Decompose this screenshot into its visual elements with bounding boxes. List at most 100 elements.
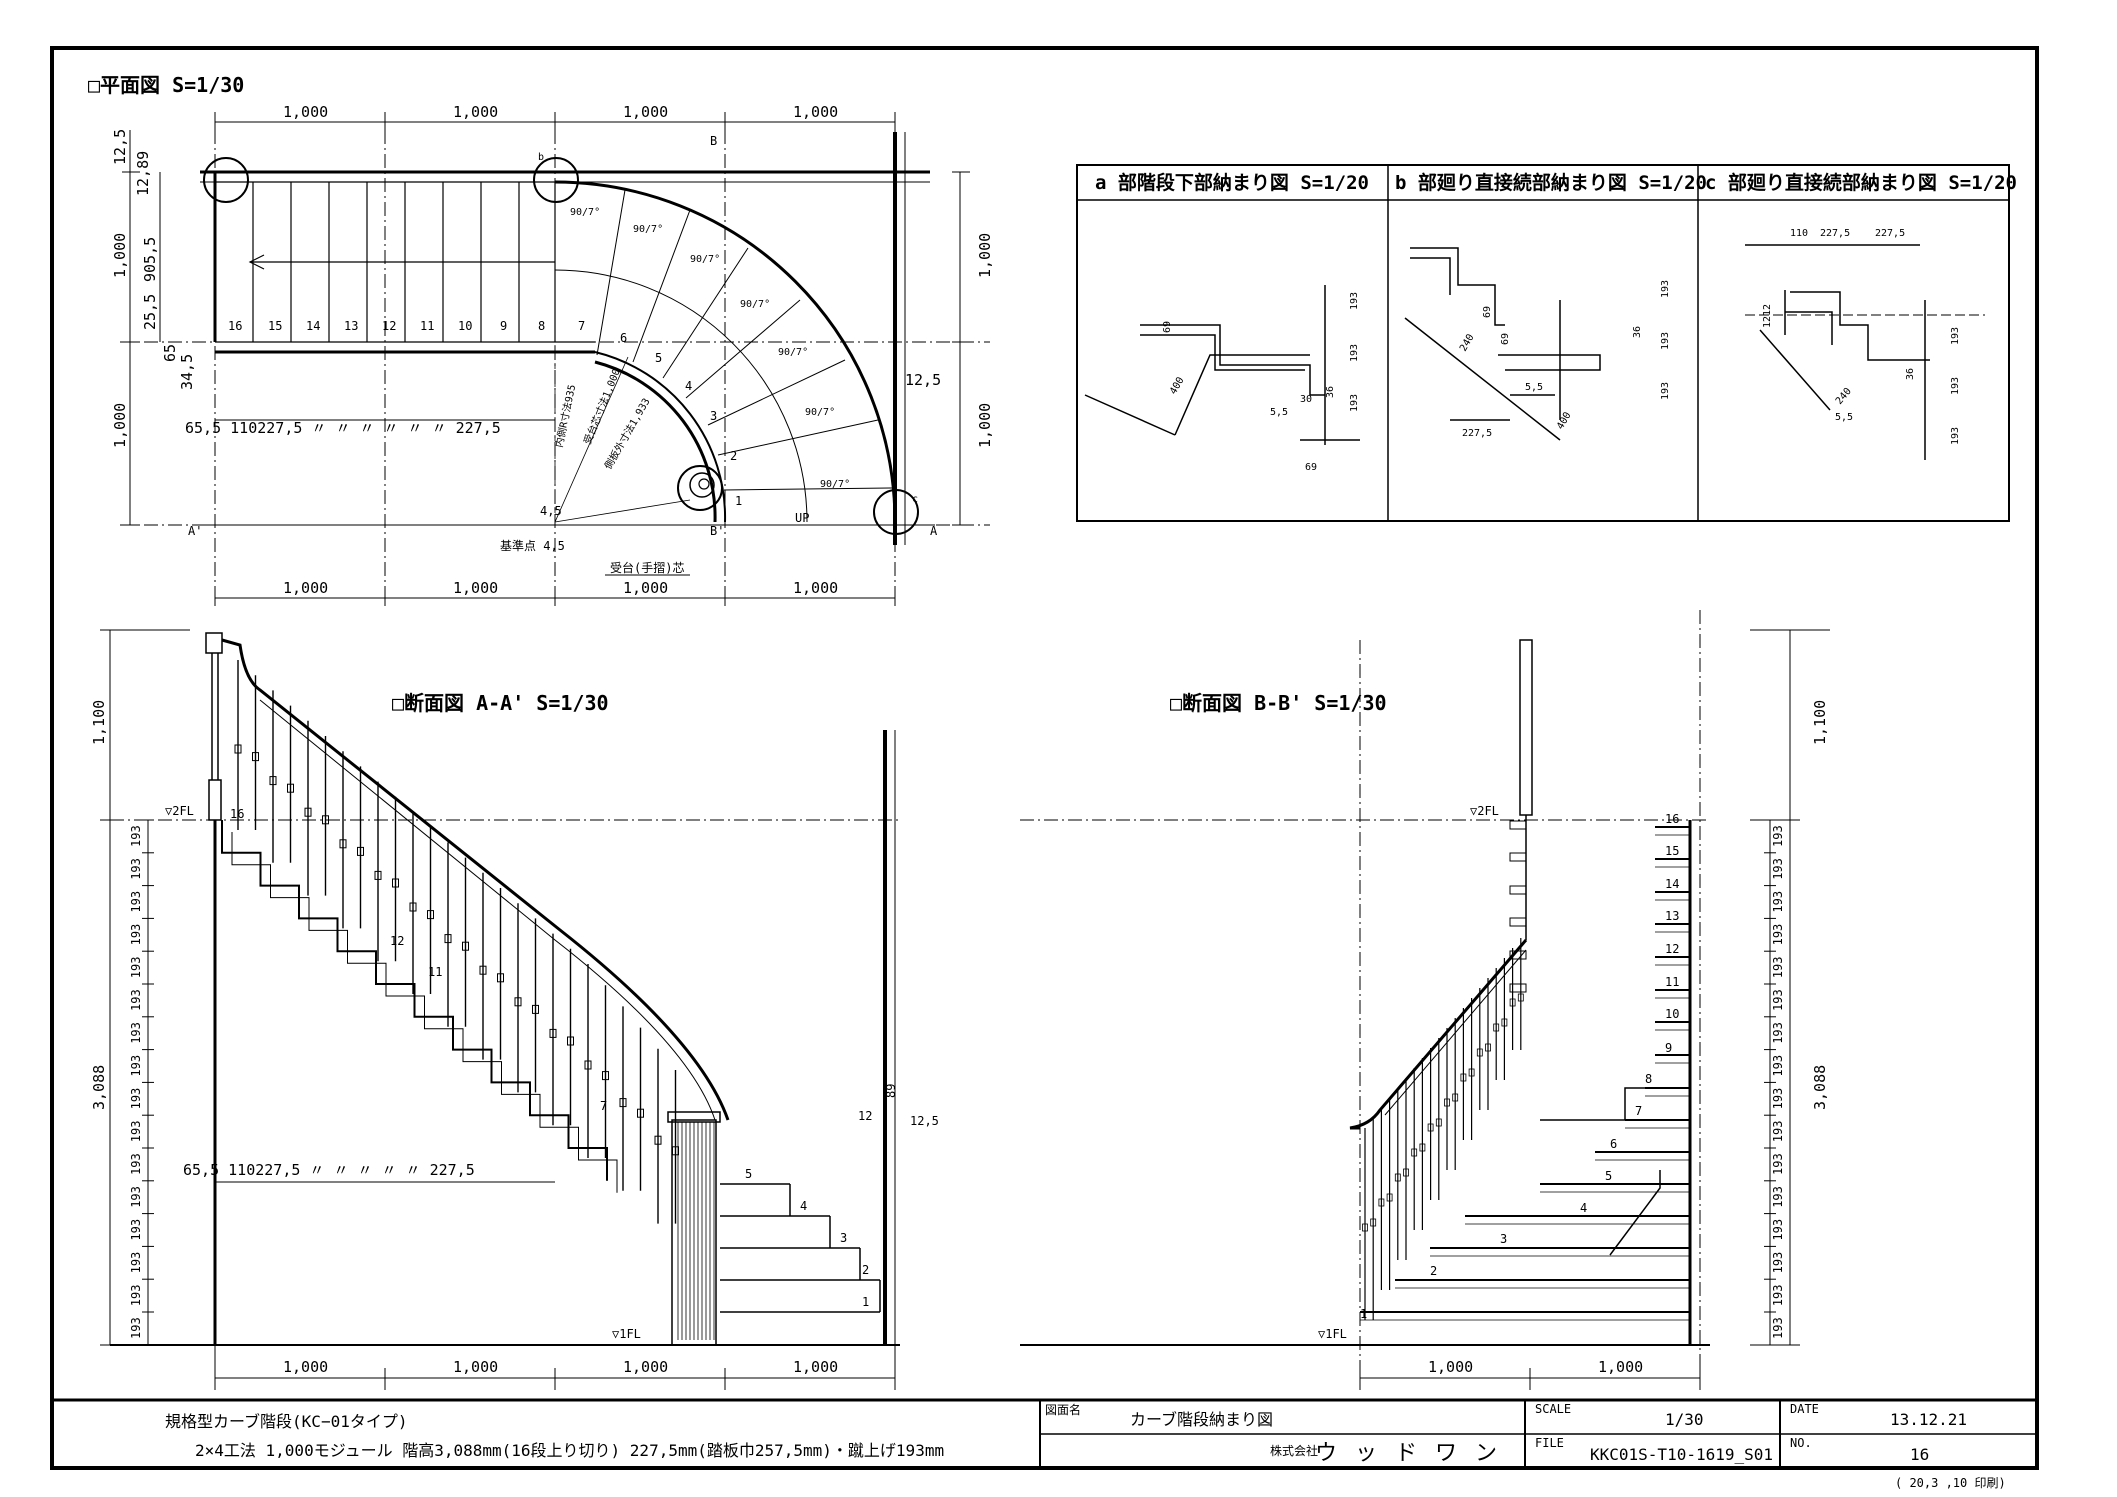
section-a-lower-steps (667, 1111, 881, 1346)
detail-a-dim-69b: 69 (1305, 462, 1317, 473)
detail-b-dim-36: 36 (1632, 326, 1643, 338)
riser-dim-193: 193 (129, 924, 143, 946)
section-b-1fl: ▽1FL (1318, 1327, 1347, 1341)
section-a-step-16: 16 (230, 807, 244, 821)
baluster-turning (497, 973, 504, 983)
detail-c-dim-2275b: 227,5 (1875, 228, 1905, 239)
baluster-turning (269, 776, 277, 786)
date-label: DATE (1790, 1402, 1819, 1416)
section-b-step-9: 9 (1665, 1041, 1672, 1055)
plan-step-15: 15 (268, 319, 282, 333)
file-label: FILE (1535, 1436, 1564, 1450)
riser-dim-193: 193 (129, 1252, 143, 1274)
section-a-riser-dims: 1931931931931931931931931931931931931931… (129, 819, 154, 1345)
riser-dim-193: 193 (1771, 1153, 1785, 1175)
plan-step-5: 5 (655, 351, 662, 365)
baluster-turning (1517, 993, 1524, 1002)
plan-dim-right-125: 12,5 (905, 371, 941, 389)
riser-dim-193: 193 (129, 1219, 143, 1241)
plan-dim-top-1: 1,000 (283, 103, 328, 121)
plan-base-point: 基準点 4,5 (500, 538, 565, 553)
section-b-dim-bottom-2: 1,000 (1598, 1358, 1643, 1376)
detail-b-dim-193b: 193 (1660, 332, 1671, 350)
baluster-turning (1444, 1098, 1450, 1107)
plan-dim-left-1000a: 1,000 (111, 233, 129, 278)
plan-dims-right-lines (952, 171, 970, 526)
plan-angle-3: 90/7° (690, 254, 720, 265)
riser-dim-193: 193 (1771, 957, 1785, 979)
section-b-newel (1519, 639, 1533, 940)
detail-b-drawing (1404, 247, 1601, 441)
section-b-balusters (1362, 938, 1524, 1320)
section-b-step-4: 4 (1580, 1201, 1587, 1215)
riser-dim-193: 193 (129, 1285, 143, 1307)
riser-dim-193: 193 (129, 1121, 143, 1143)
section-b-step-10: 10 (1665, 1007, 1679, 1021)
riser-dim-193: 193 (129, 891, 143, 913)
plan-dim-bottom-2: 1,000 (453, 579, 498, 597)
detail-c-dim-55: 5,5 (1835, 412, 1853, 423)
plan-step-2: 2 (730, 449, 737, 463)
baluster-turning (532, 1004, 539, 1014)
detail-c-dim-36: 36 (1905, 368, 1916, 380)
section-a-newel (205, 632, 223, 821)
detail-c-dim-240: 240 (1834, 386, 1854, 407)
detail-c-drawing (1745, 244, 1985, 460)
riser-dim-193: 193 (1771, 891, 1785, 913)
baluster-turning (427, 910, 434, 920)
baluster-turning (654, 1135, 662, 1145)
plan-detail-circles (203, 157, 919, 535)
plan-dim-top-4: 1,000 (793, 103, 838, 121)
drawing-name: カーブ階段納まり図 (1130, 1410, 1273, 1429)
plan-center-dim: 受台芯寸法1,000 (581, 367, 623, 446)
stair-profile-inner (231, 832, 618, 1193)
detail-c-dim-193a: 193 (1950, 327, 1961, 345)
detail-a-dim-69: 69 (1162, 321, 1173, 333)
tread-nosing (1509, 917, 1527, 927)
baluster-turning (462, 941, 469, 951)
section-b-height-total: 3,088 (1811, 1065, 1829, 1110)
section-a-handrail-height: 1,100 (90, 700, 108, 745)
detail-a-title: a 部階段下部納まり図 S=1/20 (1095, 171, 1369, 194)
baluster-turning (339, 839, 347, 849)
company-label: 株式会社 (1270, 1443, 1318, 1458)
plan-angle-4: 90/7° (740, 299, 770, 310)
riser-dim-193: 193 (1771, 1285, 1785, 1307)
riser-dim-193: 193 (1771, 825, 1785, 847)
section-a-handrail (221, 638, 730, 1121)
stair-stringer (1609, 1170, 1661, 1256)
section-b-step-16: 16 (1665, 812, 1679, 826)
baluster-turning (1394, 1173, 1401, 1182)
detail-a-dim-193b: 193 (1349, 344, 1360, 362)
riser-dim-193: 193 (129, 1055, 143, 1077)
section-b-2fl: ▽2FL (1470, 804, 1499, 818)
plan-outer-dim: 側板外寸法1,933 (601, 396, 652, 472)
plan-section-B: B (710, 134, 717, 148)
baluster-turning (1493, 1023, 1500, 1032)
section-a-title: □断面図 A-A' S=1/30 (392, 691, 609, 715)
plan-dim-left-65: 65 (161, 344, 179, 362)
section-a-stairs (221, 820, 618, 1193)
plan-step-4: 4 (685, 379, 692, 393)
plan-tread-labels: 65,5 110227,5 〃 〃 〃 〃 〃 〃 227,5 (185, 419, 501, 437)
plan-inner-dim: 内側R寸法935 (552, 383, 578, 448)
detail-a-dim-193c: 193 (1349, 394, 1360, 412)
section-a-dim-12: 12 (858, 1109, 872, 1123)
detail-frame (1076, 164, 2010, 522)
stair-winder (1540, 1087, 1655, 1121)
no-label: NO. (1790, 1436, 1812, 1450)
plan-step-1: 1 (735, 494, 742, 508)
baluster-turning (287, 783, 294, 793)
section-b-step-7: 7 (1635, 1104, 1642, 1118)
baluster-turning (1468, 1068, 1475, 1077)
plan-step-8: 8 (538, 319, 545, 333)
baluster-turning (409, 902, 417, 912)
detail-c-dim-110: 110 (1790, 228, 1808, 239)
plan-straight-treads (215, 181, 595, 354)
plan-dim-right-1000b: 1,000 (976, 403, 994, 448)
baluster-turning (322, 815, 329, 825)
riser-dim-193: 193 (1771, 1022, 1785, 1044)
section-a-dim-bottom-3: 1,000 (623, 1358, 668, 1376)
section-a-2fl: ▽2FL (165, 804, 194, 818)
